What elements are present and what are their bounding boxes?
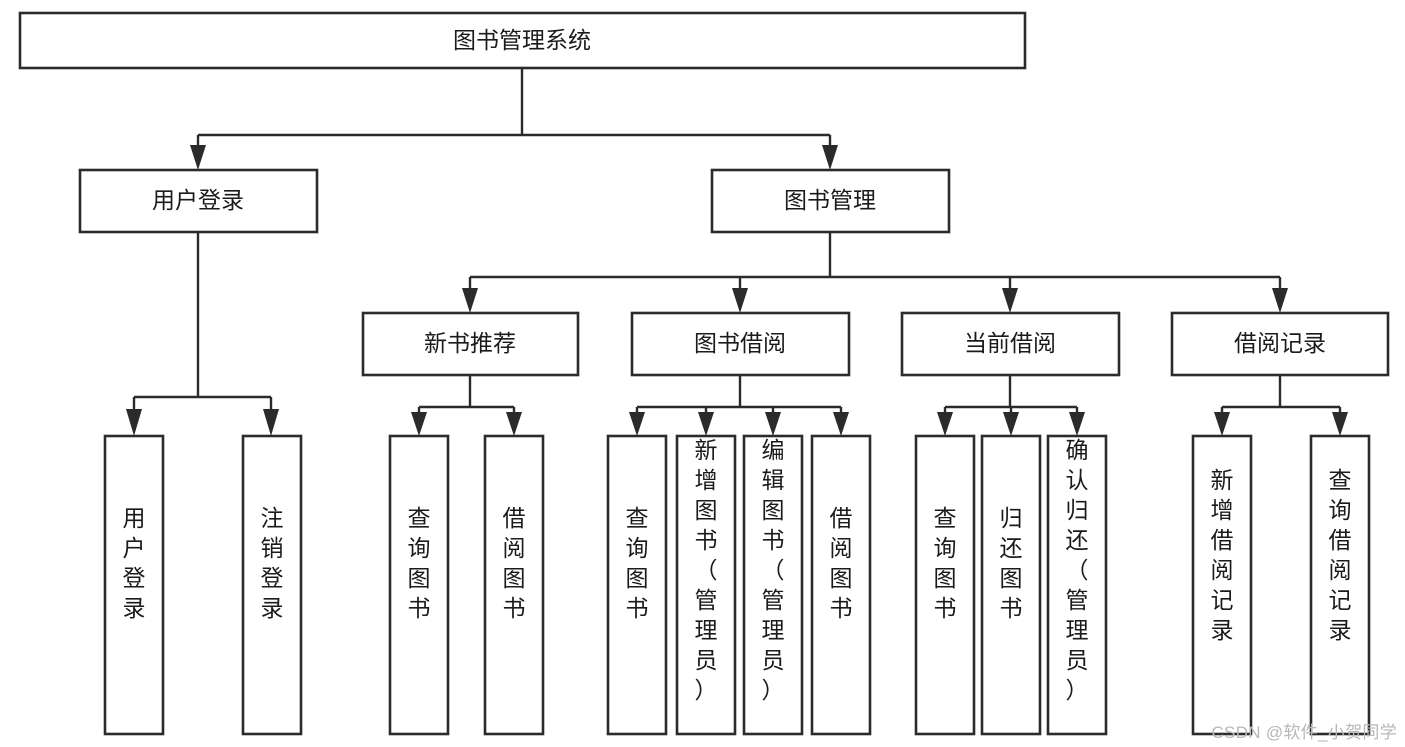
arrow-bookborrow-to-leaf2	[765, 412, 781, 436]
node-root-system[interactable]: 图书管理系统	[18, 11, 1027, 70]
leaf-node-new-book-1[interactable]: 借阅图书	[483, 434, 545, 736]
arrow-bookborrow-to-leaf1	[698, 412, 714, 436]
leaf-box[interactable]	[810, 434, 872, 736]
leaf-label-vertical: 查询图书	[934, 505, 957, 621]
node-current-borrow[interactable]: 当前借阅	[900, 311, 1121, 377]
node-new-book-recommend-label: 新书推荐	[424, 330, 516, 356]
edges-bookmgmt-to-level3	[462, 232, 1288, 313]
arrow-newbook-to-leaf1	[506, 412, 522, 436]
leaf-node-new-book-0[interactable]: 查询图书	[388, 434, 450, 736]
arrow-root-to-book-mgmt	[822, 145, 838, 170]
leaf-box[interactable]	[1046, 434, 1108, 736]
arrow-bookmgmt-to-new-book	[462, 288, 478, 313]
arrow-userlogin-to-leaf0	[126, 409, 142, 436]
leaf-box[interactable]	[980, 434, 1042, 736]
arrow-bookmgmt-to-book-borrow	[732, 288, 748, 313]
leaf-label-vertical: 查询图书	[626, 505, 649, 621]
leaf-box[interactable]	[1191, 434, 1253, 736]
node-book-management-box[interactable]	[710, 168, 951, 234]
leaf-label-vertical: 新增借阅记录	[1211, 467, 1234, 643]
node-new-book-recommend[interactable]: 新书推荐	[361, 311, 580, 377]
arrow-borrowrecord-to-leaf1	[1332, 412, 1348, 436]
leaf-label-vertical: 编辑图书（管理员）	[762, 437, 785, 703]
leaf-label-vertical: 归还图书	[1000, 505, 1023, 621]
edges-bookborrow-to-leaves	[629, 375, 849, 436]
leaf-label-vertical: 用户登录	[123, 505, 146, 621]
arrow-bookborrow-to-leaf3	[833, 412, 849, 436]
leaf-node-borrow-record-1[interactable]: 查询借阅记录	[1309, 434, 1371, 736]
node-book-management[interactable]: 图书管理	[710, 168, 951, 234]
edges-userlogin-to-leaves	[126, 232, 279, 436]
node-book-borrow-label: 图书借阅	[694, 330, 786, 356]
node-user-login-box[interactable]	[78, 168, 319, 234]
leaf-node-borrow-record-0[interactable]: 新增借阅记录	[1191, 434, 1253, 736]
leaf-box[interactable]	[103, 434, 165, 736]
leaf-box[interactable]	[606, 434, 668, 736]
edges-root-to-level2	[190, 68, 838, 170]
csdn-watermark: CSDN @软件_小贺同学	[1211, 723, 1397, 742]
leaf-label-vertical: 借阅图书	[503, 505, 526, 621]
node-root-box[interactable]	[18, 11, 1027, 70]
arrow-root-to-user-login	[190, 145, 206, 170]
edges-currentborrow-to-leaves	[937, 375, 1085, 436]
leaf-node-book-borrow-3[interactable]: 借阅图书	[810, 434, 872, 736]
leaf-label-vertical: 注销登录	[261, 505, 284, 621]
arrow-newbook-to-leaf0	[411, 412, 427, 436]
leaf-box[interactable]	[483, 434, 545, 736]
node-root-label: 图书管理系统	[453, 27, 591, 53]
leaf-box[interactable]	[675, 434, 737, 736]
leaf-node-book-borrow-0[interactable]: 查询图书	[606, 434, 668, 736]
leaf-box[interactable]	[241, 434, 303, 736]
leaf-node-book-borrow-2[interactable]: 编辑图书（管理员）	[742, 434, 804, 736]
leaf-node-current-borrow-1[interactable]: 归还图书	[980, 434, 1042, 736]
node-borrow-record-label: 借阅记录	[1234, 330, 1326, 356]
leaf-box[interactable]	[1309, 434, 1371, 736]
node-borrow-record-box[interactable]	[1170, 311, 1390, 377]
arrow-bookborrow-to-leaf0	[629, 412, 645, 436]
leaf-box[interactable]	[914, 434, 976, 736]
node-book-borrow[interactable]: 图书借阅	[630, 311, 851, 377]
node-book-management-label: 图书管理	[784, 187, 876, 213]
node-user-login-label: 用户登录	[152, 187, 244, 213]
arrow-borrowrecord-to-leaf0	[1214, 412, 1230, 436]
node-book-borrow-box[interactable]	[630, 311, 851, 377]
edges-newbook-to-leaves	[411, 375, 522, 436]
node-user-login[interactable]: 用户登录	[78, 168, 319, 234]
leaf-label-vertical: 查询图书	[408, 505, 431, 621]
edges-borrowrecord-to-leaves	[1214, 375, 1348, 436]
arrow-currentborrow-to-leaf2	[1069, 412, 1085, 436]
arrow-bookmgmt-to-current-borrow	[1002, 288, 1018, 313]
arrow-currentborrow-to-leaf1	[1003, 412, 1019, 436]
leaf-node-current-borrow-2[interactable]: 确认归还（管理员）	[1046, 434, 1108, 736]
leaf-node-user-login-1[interactable]: 注销登录	[241, 434, 303, 736]
arrow-currentborrow-to-leaf0	[937, 412, 953, 436]
node-new-book-recommend-box[interactable]	[361, 311, 580, 377]
leaf-node-book-borrow-1[interactable]: 新增图书（管理员）	[675, 434, 737, 736]
leaf-box[interactable]	[742, 434, 804, 736]
leaf-box[interactable]	[388, 434, 450, 736]
node-current-borrow-label: 当前借阅	[964, 330, 1056, 356]
node-current-borrow-box[interactable]	[900, 311, 1121, 377]
leaf-label-vertical: 新增图书（管理员）	[695, 437, 718, 703]
leaf-label-vertical: 查询借阅记录	[1329, 467, 1352, 643]
leaf-label-vertical: 确认归还（管理员）	[1066, 437, 1089, 703]
leaf-node-current-borrow-0[interactable]: 查询图书	[914, 434, 976, 736]
arrow-bookmgmt-to-borrow-record	[1272, 288, 1288, 313]
leaf-label-vertical: 借阅图书	[830, 505, 853, 621]
leaf-node-user-login-0[interactable]: 用户登录	[103, 434, 165, 736]
arrow-userlogin-to-leaf1	[263, 409, 279, 436]
node-borrow-record[interactable]: 借阅记录	[1170, 311, 1390, 377]
